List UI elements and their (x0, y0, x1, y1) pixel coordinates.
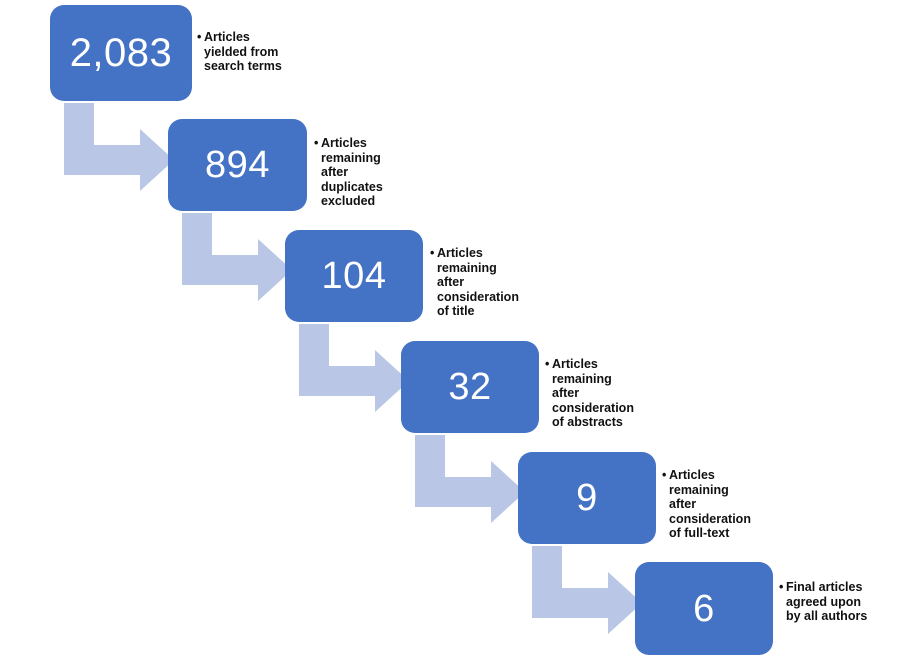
flow-step-value-1: 2,083 (69, 31, 173, 75)
flow-step-box-1[interactable]: 2,083 (50, 5, 192, 101)
flow-step-box-4[interactable]: 32 (401, 341, 539, 433)
flow-step-box-6[interactable]: 6 (635, 562, 773, 655)
bullet-icon: • (314, 136, 319, 150)
elbow-arrow-icon (532, 546, 642, 634)
flow-step-value-3: 104 (321, 255, 387, 297)
flow-step-box-5[interactable]: 9 (518, 452, 656, 544)
bullet-icon: • (197, 30, 202, 44)
flow-step-caption-text-6: Final articles agreed upon by all author… (786, 580, 868, 623)
bullet-icon: • (545, 357, 550, 371)
flow-step-caption-1: •Articles yielded from search terms (197, 30, 289, 74)
flow-step-caption-text-4: Articles remaining after consideration o… (552, 357, 634, 429)
elbow-arrow-icon (415, 435, 525, 523)
bullet-icon: • (662, 468, 667, 482)
flow-step-value-4: 32 (448, 366, 492, 408)
flow-step-caption-2: •Articles remaining after duplicates exc… (314, 136, 406, 209)
bullet-icon: • (779, 580, 784, 594)
flow-step-box-3[interactable]: 104 (285, 230, 423, 322)
flow-step-value-6: 6 (693, 587, 715, 630)
flow-step-caption-4: •Articles remaining after consideration … (545, 357, 641, 430)
flow-step-caption-text-1: Articles yielded from search terms (204, 30, 282, 73)
flow-step-caption-text-3: Articles remaining after consideration o… (437, 246, 519, 318)
flow-step-value-5: 9 (576, 477, 598, 519)
flow-step-caption-6: •Final articles agreed upon by all autho… (779, 580, 875, 624)
flow-step-value-2: 894 (205, 144, 270, 186)
bullet-icon: • (430, 246, 435, 260)
flow-step-box-2[interactable]: 894 (168, 119, 307, 211)
flow-step-caption-3: •Articles remaining after consideration … (430, 246, 526, 319)
flow-step-caption-text-5: Articles remaining after consideration o… (669, 468, 751, 540)
flow-step-caption-text-2: Articles remaining after duplicates excl… (321, 136, 383, 208)
flow-step-caption-5: •Articles remaining after consideration … (662, 468, 758, 541)
elbow-arrow-icon (64, 103, 174, 191)
elbow-arrow-icon (182, 213, 292, 301)
elbow-arrow-icon (299, 324, 409, 412)
